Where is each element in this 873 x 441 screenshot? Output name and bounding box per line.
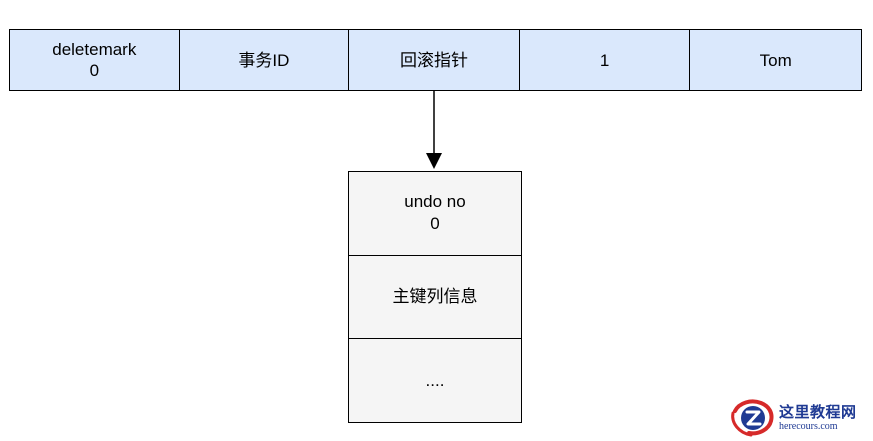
rollback-pointer-label: 回滚指针 <box>400 50 469 70</box>
deletemark-value: 0 <box>89 61 100 80</box>
record-cell-name-value: Tom <box>690 30 861 90</box>
undo-cell-ellipsis: .... <box>349 339 521 423</box>
name-value-label: Tom <box>759 50 792 70</box>
ellipsis-label: .... <box>425 370 445 390</box>
primary-key-info-label: 主键列信息 <box>392 287 478 306</box>
watermark: 这里教程网 herecours.com <box>729 397 869 439</box>
watermark-logo-icon <box>731 399 774 437</box>
id-value-label: 1 <box>599 50 610 70</box>
record-cell-deletemark: deletemark 0 <box>10 30 180 90</box>
watermark-text: 这里教程网 herecours.com <box>779 403 857 433</box>
record-cell-id-value: 1 <box>519 30 691 90</box>
record-cell-transaction-id: 事务ID <box>179 30 350 90</box>
undo-no-value: 0 <box>430 214 440 234</box>
undo-log-stack: undo no 0 主键列信息 .... <box>348 171 522 423</box>
undo-no-label: undo no <box>404 192 466 212</box>
transaction-id-label: 事务ID <box>238 50 290 70</box>
deletemark-label: deletemark <box>52 40 137 59</box>
undo-cell-primary-key-info: 主键列信息 <box>349 255 521 340</box>
watermark-url: herecours.com <box>779 421 838 432</box>
record-row: deletemark 0 事务ID 回滚指针 1 Tom <box>9 29 862 91</box>
watermark-title: 这里教程网 <box>779 403 857 421</box>
arrow-head <box>426 153 442 169</box>
record-cell-rollback-pointer: 回滚指针 <box>349 30 520 90</box>
undo-cell-undo-no: undo no 0 <box>349 172 521 256</box>
